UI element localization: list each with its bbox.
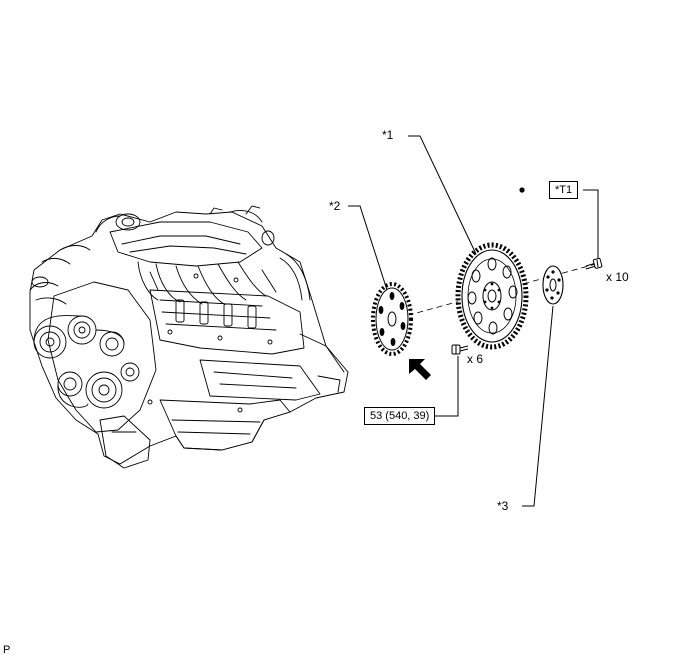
leader-lines: [348, 135, 599, 507]
torque-spec-box: 53 (540, 39): [364, 407, 436, 425]
qty-flywheel-bolts: x 10: [606, 270, 629, 284]
dot-marker: [519, 187, 525, 193]
qty-drive-plate-bolts: x 6: [467, 352, 484, 366]
page-marker: P: [3, 644, 11, 656]
callout-part3: *3: [497, 499, 509, 513]
torque-ref-box: *T1: [549, 181, 579, 199]
direction-arrow: [409, 359, 431, 380]
drive-plate-bolt: [451, 344, 469, 355]
callout-part1: *1: [382, 128, 394, 142]
flywheel-part1: [455, 242, 529, 350]
spacer-part3: [542, 265, 564, 305]
leader-torque-spec: [433, 356, 459, 417]
leader-part2: [348, 205, 388, 291]
leader-part3: [522, 305, 554, 507]
engine-illustration: [29, 205, 349, 469]
leader-torque-ref: [583, 189, 599, 258]
leader-part1: [408, 135, 477, 255]
drive-plate-part2: [371, 282, 413, 356]
callout-part2: *2: [329, 199, 341, 213]
flywheel-bolt: [585, 257, 603, 270]
